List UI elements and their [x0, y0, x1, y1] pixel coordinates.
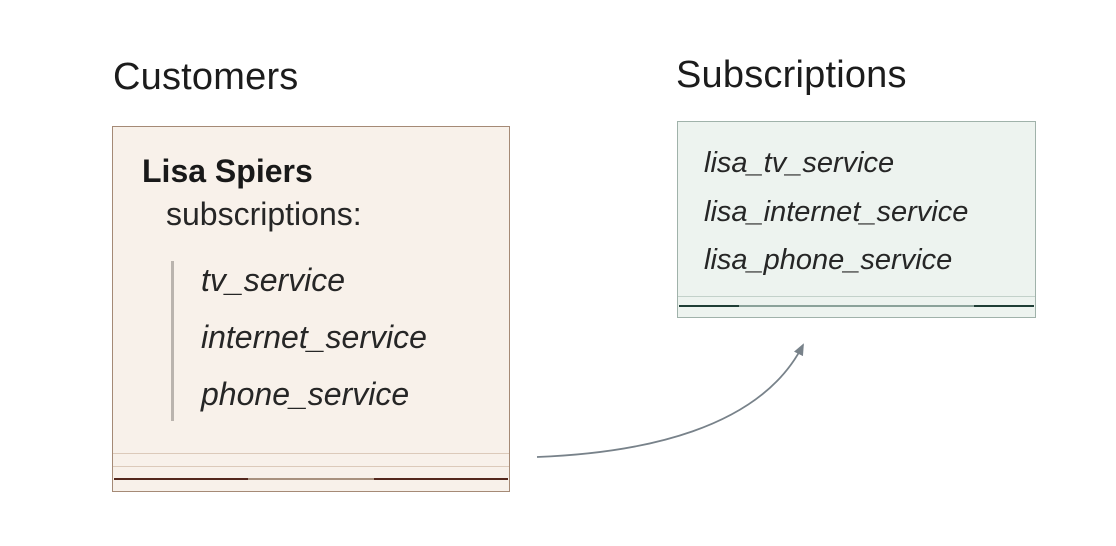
placeholder-text-line: [679, 305, 1034, 307]
subscription-record: lisa_tv_service: [704, 147, 895, 179]
placeholder-line-segment: [114, 478, 248, 480]
row-divider-line: [678, 296, 1035, 297]
customer-name: Lisa Spiers: [142, 153, 313, 189]
row-divider-line: [113, 466, 509, 467]
customer-subscription-item: phone_service: [201, 376, 410, 412]
subscriptions-section-title: Subscriptions: [676, 54, 907, 96]
placeholder-line-segment: [374, 478, 508, 480]
list-indent-line: [171, 261, 174, 421]
subscriptions-box: lisa_tv_service lisa_internet_service li…: [677, 121, 1036, 318]
customer-subscription-item: internet_service: [201, 319, 427, 355]
reference-arrow: [536, 343, 804, 458]
subscription-record: lisa_internet_service: [704, 196, 969, 228]
placeholder-line-segment: [679, 305, 739, 307]
customers-box: Lisa Spiers subscriptions: tv_service in…: [112, 126, 510, 492]
customer-subscription-item: tv_service: [201, 262, 346, 298]
customers-section-title: Customers: [113, 56, 299, 98]
arrow-shaft: [536, 343, 804, 458]
placeholder-line-segment: [247, 478, 375, 480]
subscription-record: lisa_phone_service: [704, 244, 953, 276]
placeholder-line-segment: [739, 305, 974, 307]
row-divider-line: [113, 453, 509, 454]
placeholder-text-line: [114, 478, 508, 480]
placeholder-line-segment: [974, 305, 1034, 307]
subscriptions-field-label: subscriptions:: [166, 196, 362, 232]
